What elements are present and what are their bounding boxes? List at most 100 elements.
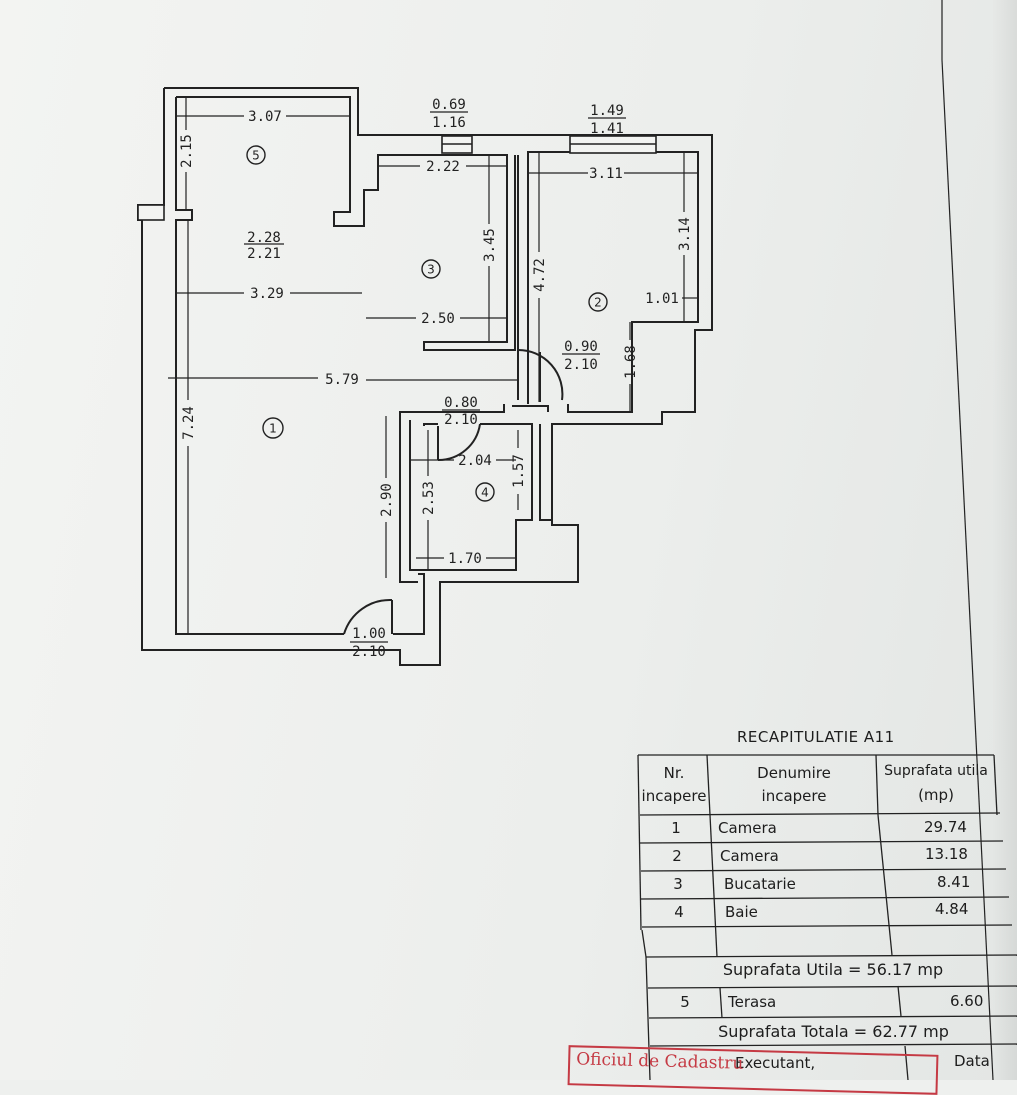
dim-290: 2.90 [379,483,395,517]
row2-nr: 2 [672,847,682,865]
hdr-sup-1: Suprafata utila [884,763,988,779]
hdr-den-2: incapere [761,787,827,805]
tbl-col2-head [875,754,879,816]
tbl-col2 [877,814,893,956]
door2-jamb [512,405,549,412]
dimension-labels: 3.07 2.22 3.11 3.29 2.50 5.79 2.04 1.70 … [179,109,693,567]
tbl-row1 [639,840,1004,844]
dim-222: 2.22 [426,159,460,175]
dim-345: 3.45 [482,228,498,262]
dim-170: 1.70 [448,551,482,567]
dim-168: 1.68 [623,345,639,379]
tbl-row5 [645,954,1017,958]
hdr-nr-1: Nr. [663,764,685,782]
doormain-bottom: 2.10 [352,644,386,660]
row1-name: Camera [718,819,777,837]
room2-walls [527,151,699,413]
recap-title: RECAPITULATIE A11 [737,728,895,746]
terrace-name: Terasa [728,993,777,1011]
terrace-opening [137,204,165,221]
dimension-lines [168,97,698,643]
dim-314: 3.14 [677,217,693,251]
row3-nr: 3 [673,875,683,893]
door-2-swing [517,348,564,401]
room-markers [246,145,608,502]
doormain-top: 1.00 [352,626,386,642]
win1-bottom: 1.16 [432,115,466,131]
tbl-util-bottom [647,985,1017,989]
tbl-terrace-bottom [648,1015,1017,1019]
terrace-bottom: 2.21 [247,246,281,262]
room-5-circle [246,145,266,165]
terrace-area: 6.60 [950,992,984,1010]
footer-executant: Executant, [735,1054,816,1072]
hdr-sup-2: (mp) [918,786,954,804]
room-1-circle [262,417,284,439]
row1-nr: 1 [671,819,681,837]
grand-total: Suprafata Totala = 62.77 mp [718,1022,949,1041]
tbl-head-bottom [639,812,1001,816]
dim-157: 1.57 [511,454,527,488]
tbl-ter-col2 [897,985,902,1017]
row2-area: 13.18 [925,845,968,863]
walls [137,0,994,1080]
door4-bottom: 2.10 [444,412,478,428]
util-total: Suprafata Utila = 56.17 mp [722,960,944,979]
dim-250: 2.50 [421,311,455,327]
room-4-number: 4 [481,486,489,500]
row4-nr: 4 [674,903,684,921]
dim-724: 7.24 [181,406,197,440]
tbl-left-b [641,929,647,958]
windows [137,135,657,221]
footer-date: Data [954,1052,990,1070]
dim-253: 2.53 [421,481,437,515]
win2-top: 1.49 [590,103,624,119]
room-2-circle [588,292,608,312]
door4-top: 0.80 [444,395,478,411]
opening-labels: 0.69 1.16 1.49 1.41 2.28 2.21 0.90 2.10 … [247,97,624,660]
hdr-den-1: Denumire [757,764,831,782]
dim-579: 5.79 [325,372,359,388]
room-3-circle [421,259,441,279]
terrace-nr: 5 [680,993,690,1011]
dim-472: 4.72 [532,258,548,292]
room-3-number: 3 [427,263,435,277]
tbl-total-bottom [649,1043,1017,1047]
row3-area: 8.41 [937,873,971,891]
hdr-nr-2: incapere [641,787,707,805]
cadastre-stamp: Oficiul de Cadastru [567,1045,939,1095]
room-1-number: 1 [269,422,277,436]
tbl-row3 [640,896,1010,900]
tbl-ter-col1 [719,987,723,1019]
tbl-col1-head [706,754,711,816]
row4-area: 4.84 [935,900,969,918]
room-2-number: 2 [594,296,602,310]
bath-outer [399,404,505,583]
door2-bottom: 2.10 [564,357,598,373]
tbl-left-c [645,956,651,1080]
win1-top: 0.69 [432,97,466,113]
dim-101: 1.01 [645,291,679,307]
dim-311: 3.11 [589,166,623,182]
inner-wall-bottom-right [393,573,425,635]
bath-right-wall [539,424,552,521]
door2-top: 0.90 [564,339,598,355]
doors [343,348,564,635]
tbl-col1 [709,814,718,958]
room-4-circle [475,482,495,502]
recap-table-grid [637,754,1017,1080]
bath-door-jamb [423,423,438,426]
terrace-top: 2.28 [247,230,281,246]
tbl-right-head [993,754,998,816]
room-numbers: 5 3 2 1 4 [252,149,602,500]
frame-line-right [941,59,994,1080]
tbl-row2 [640,868,1007,872]
dim-307: 3.07 [248,109,282,125]
row1-area: 29.74 [924,818,967,836]
bath-inner [409,420,533,571]
dim-215: 2.15 [179,134,195,168]
row2-name: Camera [720,847,779,865]
kitchen-walls [176,96,516,351]
